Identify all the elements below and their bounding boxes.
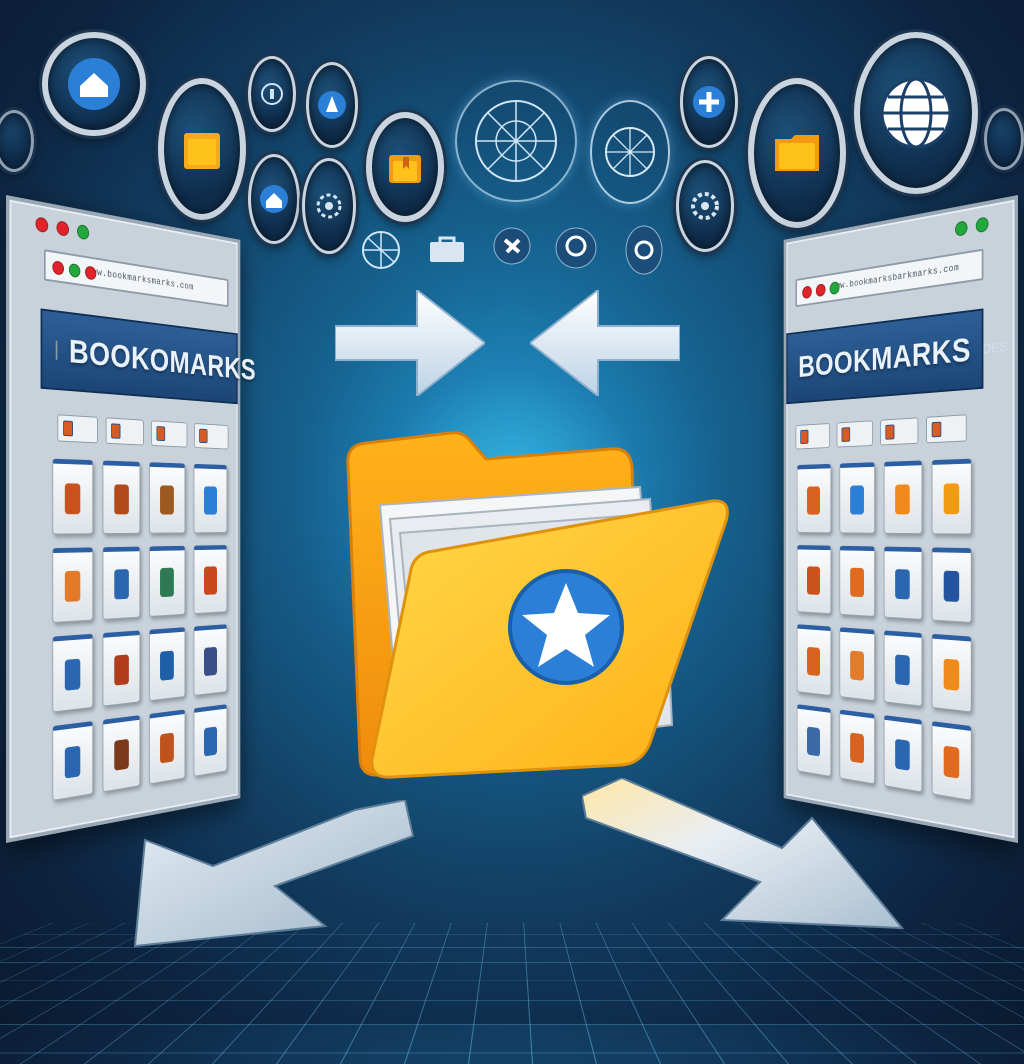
bookmark-tab[interactable] (194, 423, 229, 450)
globe-icon[interactable] (854, 32, 978, 194)
bookmark-tile[interactable] (193, 544, 228, 615)
bookmark-tile[interactable] (883, 630, 922, 707)
arrow-right-icon (335, 290, 485, 396)
bookmarks-header: BOOKOMARKS (40, 308, 256, 405)
bookmark-tile[interactable] (883, 460, 922, 534)
bookmark-grid (796, 458, 972, 802)
tab-controls (52, 260, 97, 281)
bookmark-tile[interactable] (883, 546, 922, 620)
gear-small-icon (625, 225, 663, 275)
shield-icon (0, 110, 34, 172)
folder-bookmark-icon[interactable] (366, 112, 444, 222)
minimize-button[interactable] (975, 216, 989, 234)
bookmark-tile[interactable] (796, 703, 831, 777)
bookmark-tile[interactable] (796, 544, 831, 615)
bookmark-grid (52, 458, 228, 802)
home-icon[interactable] (248, 154, 300, 244)
bookmark-tile[interactable] (102, 460, 141, 534)
bookmark-tile[interactable] (102, 546, 141, 620)
bookmark-tab-row (795, 414, 967, 450)
bookmark-tile[interactable] (796, 463, 831, 533)
bookmark-tile[interactable] (52, 720, 93, 802)
plus-icon[interactable] (680, 56, 738, 148)
home-icon[interactable] (42, 32, 146, 136)
arrow-down-left-icon (133, 800, 415, 948)
bookmark-tab[interactable] (926, 414, 967, 444)
bookmark-tab[interactable] (57, 414, 98, 444)
tab-maximize[interactable] (829, 281, 840, 296)
tab-controls (802, 281, 840, 300)
folder-icon[interactable] (748, 78, 846, 228)
bookmark-tile[interactable] (52, 546, 93, 624)
bookmark-tile[interactable] (839, 462, 875, 534)
info-icon[interactable] (248, 56, 296, 132)
address-bar[interactable]: www.bookmarksmarks.com (43, 249, 229, 308)
tab-minimize[interactable] (815, 283, 826, 298)
bookmark-tile[interactable] (149, 709, 185, 785)
bookmark-tile[interactable] (193, 463, 228, 533)
minimize-button[interactable] (56, 220, 69, 237)
bookmarks-title: BOOKMARKS (798, 330, 971, 384)
bookmark-tile[interactable] (102, 630, 141, 707)
bookmark-tile[interactable] (149, 627, 185, 701)
right-browser-window: www.bookmarksbarkmarks.com BOOKMARKS DES (783, 195, 1018, 843)
settings-icon[interactable] (676, 160, 734, 252)
tab-maximize[interactable] (85, 265, 97, 281)
close-button[interactable] (35, 216, 49, 234)
globe-network-icon (455, 80, 577, 202)
tab-close[interactable] (802, 285, 812, 300)
tab-close[interactable] (52, 260, 64, 276)
bookmark-tile[interactable] (52, 633, 93, 713)
bookmark-tab[interactable] (795, 423, 830, 450)
bookmark-tile[interactable] (931, 633, 972, 713)
bookmark-tile[interactable] (839, 545, 875, 617)
tag-icon[interactable] (306, 62, 358, 148)
url-text: www.bookmarksbarkmarks.com (831, 262, 960, 293)
bookmarks-badge: DES (982, 338, 1008, 357)
bookmark-tab[interactable] (880, 417, 919, 446)
bookmark-tile[interactable] (149, 545, 185, 617)
bookmarks-title: BOOKOMARKS (68, 332, 256, 387)
bookmark-tile[interactable] (839, 709, 875, 785)
folder-icon[interactable] (158, 78, 246, 220)
bookmark-tab-row (57, 414, 229, 450)
bookmark-tile[interactable] (931, 546, 972, 624)
bookmark-tile[interactable] (149, 462, 185, 534)
bookmark-tab[interactable] (151, 420, 188, 448)
bookmark-tile[interactable] (193, 624, 228, 696)
bookmark-tile[interactable] (931, 458, 972, 535)
settings-icon[interactable] (302, 158, 356, 254)
bookmark-tab[interactable] (836, 420, 873, 448)
compass-icon (590, 100, 670, 204)
bookmark-tag-icon (55, 340, 58, 360)
window-controls (955, 216, 989, 237)
bookmarks-header: BOOKMARKS DES (786, 308, 1007, 405)
maximize-button[interactable] (955, 220, 968, 237)
tab-minimize[interactable] (68, 262, 81, 279)
pin-icon (493, 227, 531, 265)
arrow-down-right-icon (582, 778, 905, 930)
maximize-button[interactable] (77, 223, 90, 241)
bookmark-tile[interactable] (839, 627, 875, 701)
window-controls (35, 216, 90, 241)
bulb-icon (555, 227, 597, 269)
left-browser-window: www.bookmarksmarks.com BOOKOMARKS (6, 195, 256, 843)
url-text: www.bookmarksmarks.com (86, 266, 194, 293)
bookmark-tile[interactable] (931, 720, 972, 802)
address-bar[interactable]: www.bookmarksbarkmarks.com (795, 248, 984, 308)
shield-icon (984, 108, 1024, 170)
bookmark-tile[interactable] (796, 624, 831, 696)
bookmark-tile[interactable] (52, 458, 93, 535)
lock-icon (430, 236, 464, 262)
bookmark-tile[interactable] (193, 703, 228, 777)
globe-small-icon (362, 231, 400, 269)
bookmark-tile[interactable] (102, 714, 141, 793)
bookmark-folder-icon (346, 431, 729, 779)
arrow-left-icon (530, 290, 680, 396)
bookmark-tab[interactable] (105, 417, 144, 446)
